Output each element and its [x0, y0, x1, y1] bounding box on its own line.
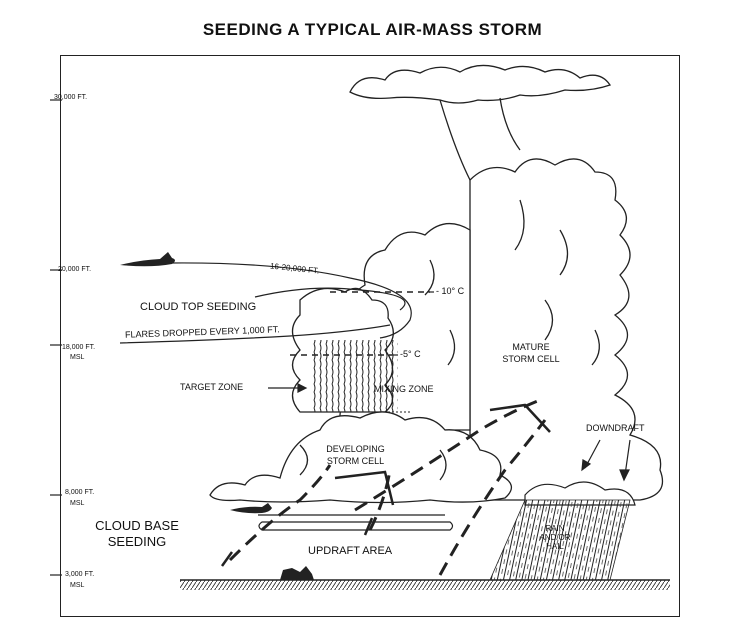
ground	[180, 566, 670, 590]
downdraft-arrows	[581, 439, 631, 482]
jet-aircraft-icon	[120, 252, 175, 267]
altitude-label-18000: 18,000 FT.	[62, 344, 96, 351]
altitude-label-8000: 8,000 FT.	[65, 489, 95, 496]
prop-aircraft-icon	[230, 503, 272, 514]
flight-paths	[119, 262, 412, 344]
altitude-label-8000-msl: MSL	[70, 500, 85, 507]
altitude-label-30000: 30,000 FT.	[54, 94, 88, 101]
altitude-label-3000-msl: MSL	[70, 582, 85, 589]
target-zone-arrow	[268, 383, 308, 393]
altitude-label-3000: 3,000 FT.	[65, 571, 95, 578]
target-zone-streaks	[310, 340, 398, 412]
mixing-zone-label: MIXING ZONE	[374, 384, 434, 394]
minus-5-c-label: -5° C	[400, 349, 421, 359]
mature-storm-cell-label-line1: MATURE	[512, 342, 550, 352]
updraft-arrowheads	[220, 403, 551, 567]
cloud-base-seeding-label-line2: SEEDING	[107, 534, 167, 549]
cloud-base-seeding-lines	[258, 514, 454, 531]
temp-connectors	[392, 291, 434, 356]
altitude-ticks	[50, 99, 62, 576]
downdraft-label: DOWNDRAFT	[586, 423, 645, 433]
mature-storm-cell-label-line2: STORM CELL	[502, 354, 560, 364]
rain-label-line3: HAIL	[546, 542, 564, 551]
cloud-base-seeding-label-line1: CLOUD BASE	[95, 518, 179, 533]
cloud-top-seeding-label: CLOUD TOP SEEDING	[140, 301, 257, 313]
developing-storm-cell-label-line1: DEVELOPING	[326, 444, 385, 454]
developing-storm-cell-label-line2: STORM CELL	[326, 456, 385, 466]
rain-label-line1: RAIN	[545, 524, 565, 533]
updraft-area-label: UPDRAFT AREA	[308, 545, 393, 557]
minus-10-c-label: - 10° C	[436, 286, 465, 296]
updraft-arrows	[228, 398, 547, 576]
target-zone-label: TARGET ZONE	[180, 382, 244, 392]
temperature-lines	[290, 291, 430, 356]
diagram-frame	[60, 55, 680, 617]
rain-label-line2: AND/OR	[539, 533, 571, 542]
altitude-label-18000-msl: MSL	[70, 354, 85, 361]
diagram-title: SEEDING A TYPICAL AIR-MASS STORM	[202, 20, 543, 39]
downdraft-rain	[489, 481, 636, 581]
altitude-label-20000: 20,000 FT.	[58, 266, 92, 273]
